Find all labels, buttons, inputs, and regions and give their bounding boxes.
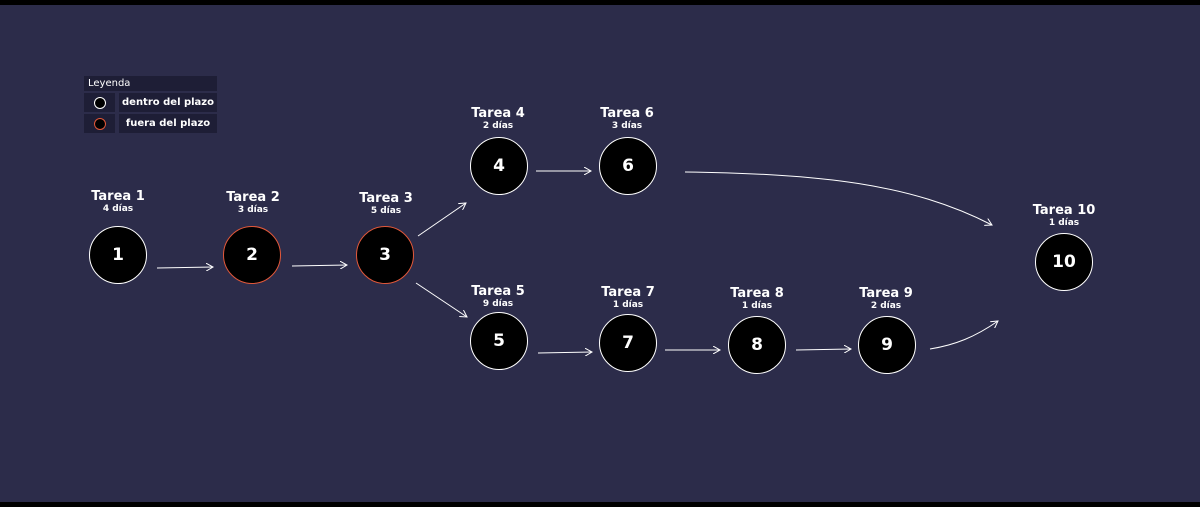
task-node-8[interactable]: 8	[728, 316, 786, 374]
task-duration: 2 días	[870, 301, 902, 311]
task-node-9[interactable]: 9	[858, 316, 916, 374]
task-duration: 1 días	[1048, 218, 1080, 228]
task-title: Tarea 6	[600, 106, 654, 121]
task-label-8: Tarea 8 1 días	[707, 286, 807, 312]
task-duration: 2 días	[482, 121, 514, 131]
task-label-2: Tarea 2 3 días	[203, 190, 303, 216]
legend-swatch-late	[84, 114, 115, 133]
legend: Leyenda dentro del plazo fuera del plazo	[84, 76, 217, 135]
legend-swatch-ok	[84, 93, 115, 112]
arrow-6-to-10	[684, 171, 992, 225]
task-node-2[interactable]: 2	[223, 226, 281, 284]
task-duration: 1 días	[612, 300, 644, 310]
task-title: Tarea 1	[91, 189, 145, 204]
task-title: Tarea 8	[730, 286, 784, 301]
legend-title: Leyenda	[84, 76, 217, 91]
task-title: Tarea 2	[226, 190, 280, 205]
circle-icon	[93, 96, 106, 109]
task-duration: 3 días	[237, 205, 269, 215]
legend-item-ok: dentro del plazo	[84, 93, 217, 112]
task-duration: 5 días	[370, 206, 402, 216]
task-label-10: Tarea 10 1 días	[1014, 203, 1114, 229]
task-duration: 3 días	[611, 121, 643, 131]
task-label-3: Tarea 3 5 días	[336, 191, 436, 217]
task-label-4: Tarea 4 2 días	[448, 106, 548, 132]
legend-label-late: fuera del plazo	[119, 114, 217, 133]
task-node-6[interactable]: 6	[599, 137, 657, 195]
task-node-10[interactable]: 10	[1035, 233, 1093, 291]
diagram-canvas: Leyenda dentro del plazo fuera del plazo…	[0, 5, 1200, 502]
arrow-2-to-3	[291, 265, 347, 266]
task-node-7[interactable]: 7	[599, 314, 657, 372]
arrow-3-to-4	[417, 203, 466, 237]
task-node-4[interactable]: 4	[470, 137, 528, 195]
task-title: Tarea 9	[859, 286, 913, 301]
task-title: Tarea 10	[1032, 203, 1096, 218]
arrow-3-to-5	[415, 282, 467, 317]
task-duration: 9 días	[482, 299, 514, 309]
task-node-3[interactable]: 3	[356, 226, 414, 284]
task-duration: 4 días	[102, 204, 134, 214]
task-label-7: Tarea 7 1 días	[578, 285, 678, 311]
legend-label-ok: dentro del plazo	[119, 93, 217, 112]
arrow-5-to-7	[537, 352, 592, 353]
dependency-arrows	[156, 5, 1200, 502]
task-label-5: Tarea 5 9 días	[448, 284, 548, 310]
circle-icon-late	[93, 117, 106, 130]
task-node-1[interactable]: 1	[89, 226, 147, 284]
task-title: Tarea 3	[359, 191, 413, 206]
task-label-1: Tarea 1 4 días	[68, 189, 168, 215]
task-label-9: Tarea 9 2 días	[836, 286, 936, 312]
legend-item-late: fuera del plazo	[84, 114, 217, 133]
task-node-5[interactable]: 5	[470, 312, 528, 370]
task-title: Tarea 4	[471, 106, 525, 121]
arrow-1-to-2	[156, 267, 213, 268]
task-title: Tarea 5	[471, 284, 525, 299]
arrow-9-to-10	[929, 321, 998, 350]
arrow-8-to-9	[795, 349, 851, 350]
task-label-6: Tarea 6 3 días	[577, 106, 677, 132]
task-duration: 1 días	[741, 301, 773, 311]
task-title: Tarea 7	[601, 285, 655, 300]
